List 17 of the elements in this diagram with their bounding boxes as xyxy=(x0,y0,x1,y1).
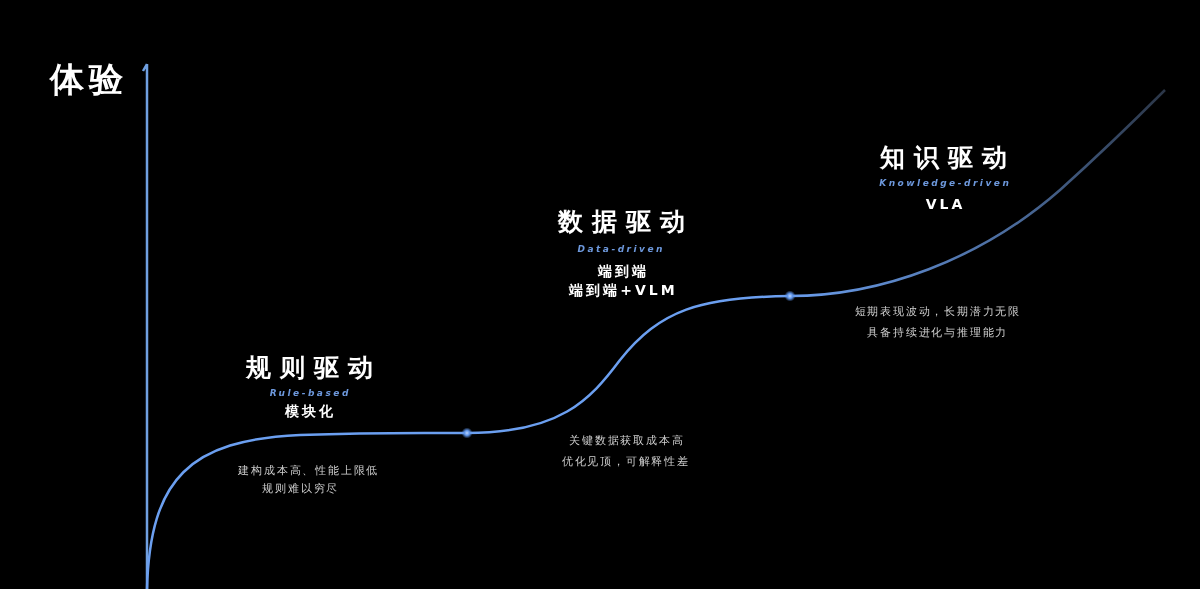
stage-note: 规则难以穷尽 xyxy=(262,483,340,496)
stage-item: 端到端 xyxy=(598,263,649,280)
stage-heading: 数据驱动 xyxy=(557,208,694,237)
stage-heading: 知识驱动 xyxy=(879,144,1016,173)
stage-subtitle: Rule-based xyxy=(269,388,351,399)
stage-note: 具备持续进化与推理能力 xyxy=(867,327,1009,340)
stage-item: VLA xyxy=(925,196,966,213)
stage-subtitle: Knowledge-driven xyxy=(879,178,1012,189)
stage-item: 模块化 xyxy=(285,403,336,420)
stage-note: 短期表现波动，长期潜力无限 xyxy=(854,306,1022,319)
stage-item: 端到端+VLM xyxy=(569,282,678,299)
stage-subtitle: Data-driven xyxy=(577,244,665,255)
stage-note: 关键数据获取成本高 xyxy=(569,435,685,448)
stage-note: 建构成本高、性能上限低 xyxy=(238,465,380,478)
stage-heading: 规则驱动 xyxy=(245,354,382,383)
stage-note: 优化见顶，可解释性差 xyxy=(561,456,690,469)
axis-label: 体验 xyxy=(50,60,128,100)
